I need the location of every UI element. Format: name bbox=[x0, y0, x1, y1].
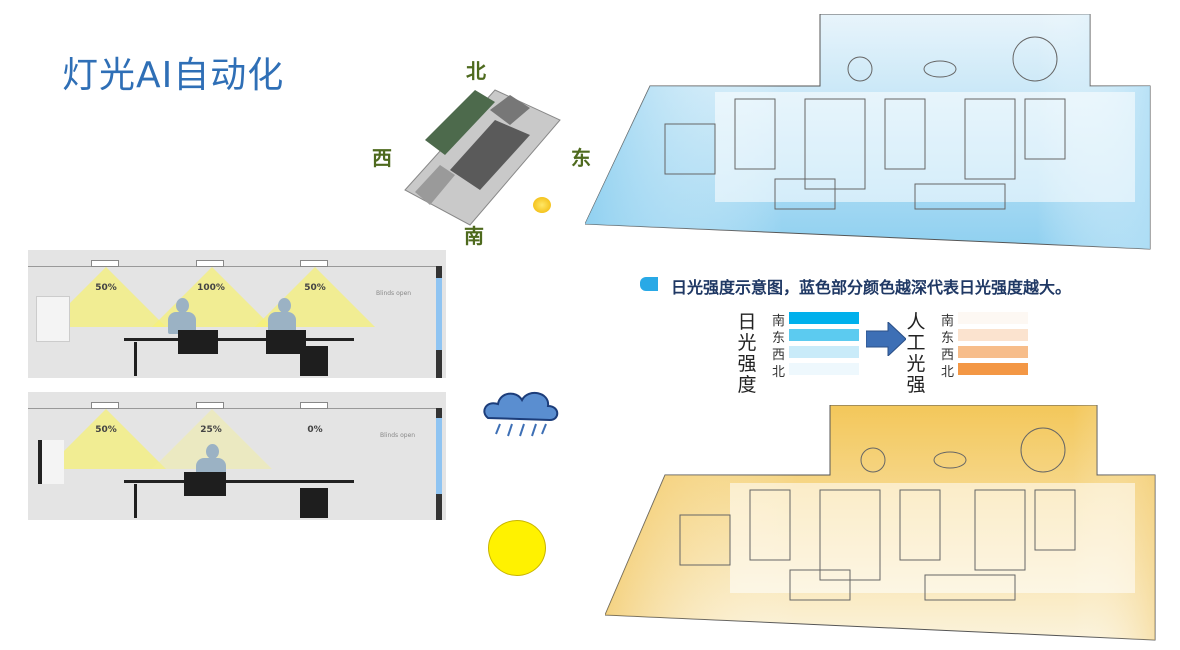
title-char: 人 bbox=[906, 311, 926, 333]
title-char: 光 bbox=[906, 353, 926, 375]
rain-cloud-icon bbox=[480, 382, 562, 446]
compass-west: 西 bbox=[372, 146, 392, 170]
wall-control-panel bbox=[36, 296, 70, 342]
daylight-label-west: 西 bbox=[772, 348, 786, 363]
slide-title: 灯光AI自动化 bbox=[62, 55, 285, 96]
artificial-label-east: 东 bbox=[941, 331, 955, 346]
title-char: 工 bbox=[906, 332, 926, 354]
artificial-label-west: 西 bbox=[941, 348, 955, 363]
lamp-level-2: 25% bbox=[200, 425, 222, 435]
title-char: 度 bbox=[737, 374, 757, 396]
title-char: 日 bbox=[737, 311, 757, 333]
daylight-label-south: 南 bbox=[772, 314, 786, 329]
sun-icon bbox=[488, 520, 546, 576]
compass-east: 东 bbox=[571, 146, 591, 170]
daylight-bar-east bbox=[789, 329, 859, 341]
blinds-label: Blinds open bbox=[376, 290, 412, 297]
blinds-label: Blinds open bbox=[380, 432, 416, 439]
daylight-label-north: 北 bbox=[772, 365, 786, 380]
floorplan-daylight bbox=[584, 13, 1155, 252]
arrow-right-icon bbox=[865, 320, 907, 360]
legend-bullet-icon bbox=[640, 277, 658, 291]
compass-south: 南 bbox=[464, 224, 484, 248]
compass-north: 北 bbox=[466, 59, 486, 83]
artificial-bar-north bbox=[958, 363, 1028, 375]
floorplan-artificial-light bbox=[604, 404, 1157, 643]
daylight-bar-north bbox=[789, 363, 859, 375]
building-isometric-image bbox=[400, 80, 565, 230]
lamp-level-1: 50% bbox=[95, 425, 117, 435]
legend-caption: 日光强度示意图，蓝色部分颜色越深代表日光强度越大。 bbox=[671, 278, 1072, 297]
artificial-light-title: 人工光强 bbox=[906, 312, 926, 396]
lighting-scene-cloudy: 50% 25% 0% Blinds open bbox=[28, 392, 446, 520]
lamp-level-3: 50% bbox=[304, 283, 326, 293]
artificial-bar-east bbox=[958, 329, 1028, 341]
daylight-bar-west bbox=[789, 346, 859, 358]
title-char: 强 bbox=[737, 353, 757, 375]
sun-small-icon bbox=[533, 197, 551, 213]
artificial-bar-west bbox=[958, 346, 1028, 358]
lamp-level-1: 50% bbox=[95, 283, 117, 293]
wall-control-panel bbox=[38, 440, 64, 484]
daylight-title: 日光强度 bbox=[737, 312, 757, 396]
lamp-level-2: 100% bbox=[197, 283, 225, 293]
title-char: 强 bbox=[906, 374, 926, 396]
lighting-scene-sunny: 50% 100% 50% Blinds open bbox=[28, 250, 446, 378]
artificial-label-north: 北 bbox=[941, 365, 955, 380]
daylight-label-east: 东 bbox=[772, 331, 786, 346]
artificial-bar-south bbox=[958, 312, 1028, 324]
lamp-level-3: 0% bbox=[307, 425, 323, 435]
daylight-bar-south bbox=[789, 312, 859, 324]
title-char: 光 bbox=[737, 332, 757, 354]
artificial-label-south: 南 bbox=[941, 314, 955, 329]
